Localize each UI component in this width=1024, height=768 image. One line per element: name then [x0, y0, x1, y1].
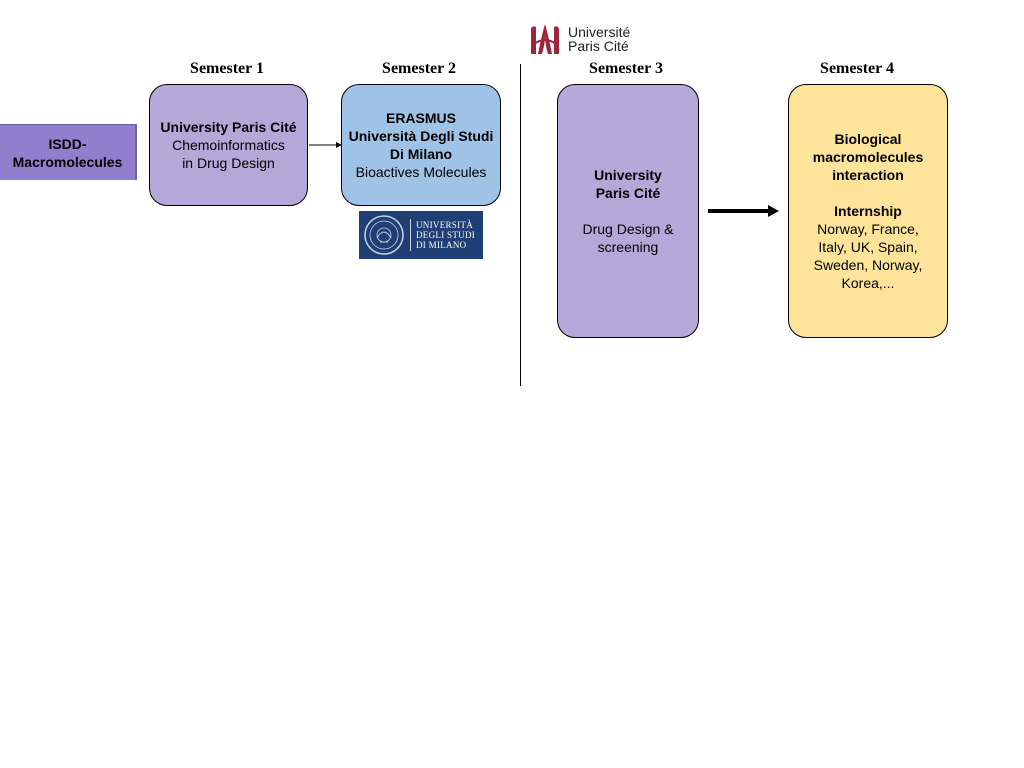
semester-4-countries-line-1: Norway, France,	[817, 221, 919, 237]
semester-4-heading: Semester 4	[820, 60, 894, 77]
semester-4-countries-line-3: Sweden, Norway,	[813, 257, 923, 273]
semester-3-box: University Paris Cité Drug Design & scre…	[557, 84, 699, 338]
thick-arrow-right-icon	[708, 205, 779, 217]
universita-milano-logo: UNIVERSITÀ DEGLI STUDI DI MILANO	[359, 211, 483, 259]
semester-2-program: ERASMUS	[385, 110, 456, 126]
arrow-right-icon	[309, 142, 342, 148]
isdd-macromolecules-box: ISDD- Macromolecules	[0, 124, 135, 180]
semester-4-countries-line-4: Korea,...	[841, 275, 895, 291]
semester-1-course-line-2: in Drug Design	[182, 155, 275, 171]
semester-2-university-line-2: Di Milano	[389, 146, 453, 162]
semester-4-box: Biological macromolecules interaction In…	[788, 84, 948, 338]
vertical-divider	[520, 64, 521, 386]
milano-wordmark: UNIVERSITÀ DEGLI STUDI DI MILANO	[416, 220, 475, 250]
upc-line-2: Paris Cité	[568, 38, 629, 54]
semester-2-box: ERASMUS Università Degli Studi Di Milano…	[341, 84, 501, 206]
semester-2-university-line-1: Università Degli Studi	[348, 128, 494, 144]
milano-seal-icon	[364, 215, 404, 255]
semester-3-heading: Semester 3	[589, 60, 663, 77]
semester-1-heading: Semester 1	[190, 60, 264, 77]
milano-line-1: UNIVERSITÀ	[416, 220, 473, 230]
upc-wordmark: Université Paris Cité	[568, 25, 630, 53]
semester-4-countries-line-2: Italy, UK, Spain,	[818, 239, 918, 255]
semester-4-internship-heading: Internship	[834, 203, 902, 219]
universite-paris-cite-logo: Université Paris Cité	[528, 22, 648, 56]
semester-4-topic-line-1: Biological	[834, 131, 902, 147]
semester-3-university-line-1: University	[594, 167, 662, 183]
semester-1-course-line-1: Chemoinformatics	[172, 137, 285, 153]
semester-2-heading: Semester 2	[382, 60, 456, 77]
isdd-line-2: Macromolecules	[12, 153, 123, 170]
semester-3-course-line-2: screening	[597, 239, 659, 255]
semester-4-topic-line-2: macromolecules	[812, 149, 924, 165]
milano-logo-divider	[410, 219, 411, 251]
milano-line-2: DEGLI STUDI	[416, 230, 476, 240]
semester-3-university-line-2: Paris Cité	[595, 185, 661, 201]
upc-emblem-icon	[531, 24, 559, 54]
semester-1-box: University Paris Cité Chemoinformatics i…	[149, 84, 308, 206]
semester-1-university: University Paris Cité	[160, 119, 297, 135]
semester-2-course: Bioactives Molecules	[355, 164, 487, 180]
isdd-line-1: ISDD-	[48, 135, 87, 152]
semester-3-course-line-1: Drug Design &	[582, 221, 674, 237]
semester-4-topic-line-3: interaction	[832, 167, 904, 183]
upc-line-1: Université	[568, 24, 631, 40]
milano-line-3: DI MILANO	[416, 240, 467, 250]
